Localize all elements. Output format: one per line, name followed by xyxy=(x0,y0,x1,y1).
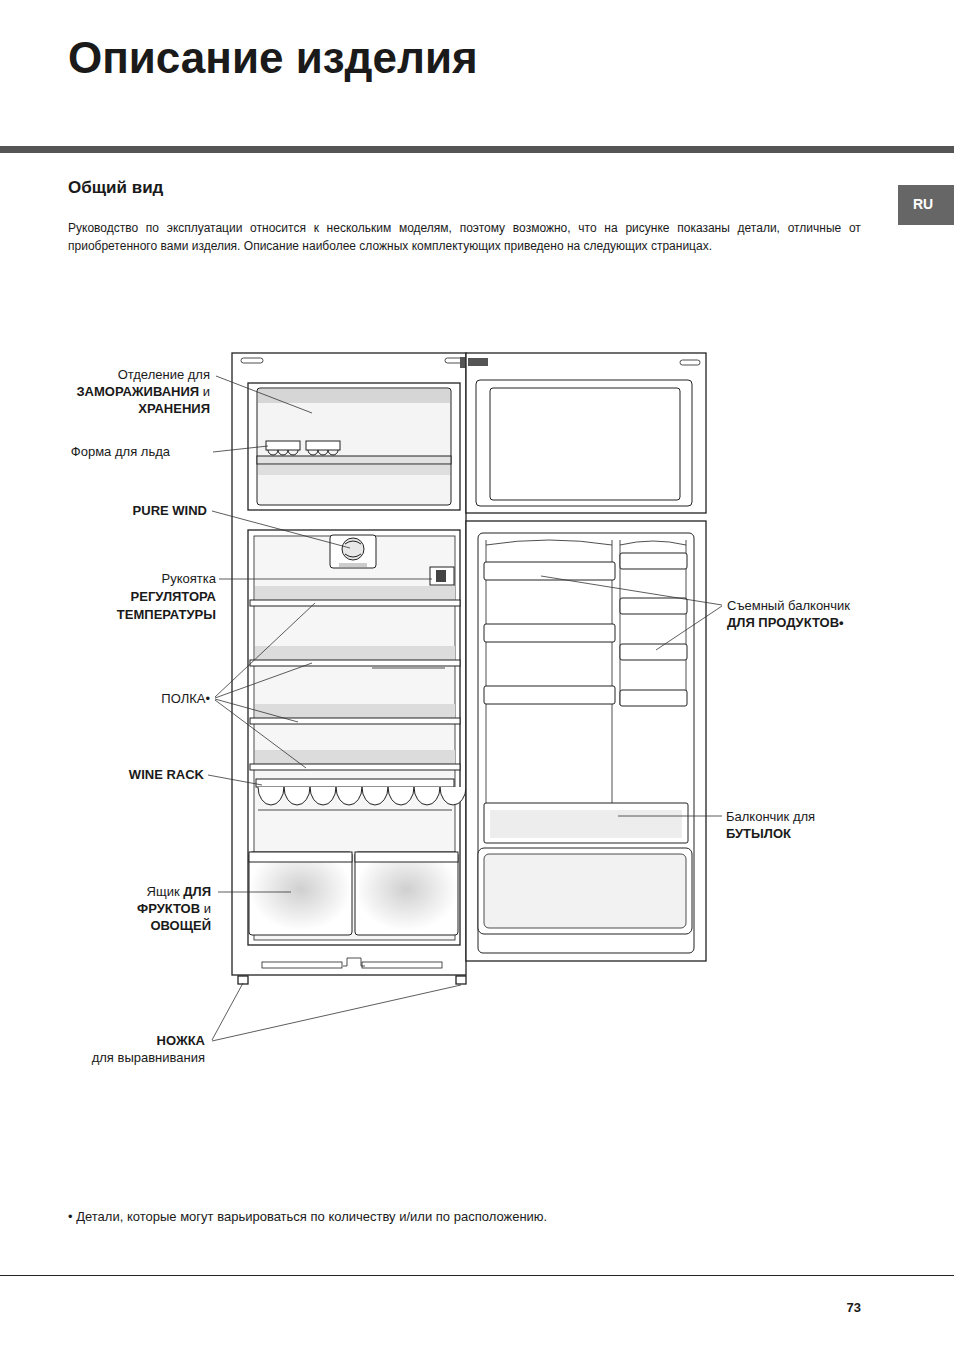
part-label: Отделение для ЗАМОРАЖИВАНИЯ и ХРАНЕНИЯ xyxy=(76,366,210,417)
fridge-compartment xyxy=(248,530,460,945)
part-label: ПОЛКА• xyxy=(161,690,210,707)
part-label: НОЖКА для выравнивания xyxy=(92,1032,205,1066)
page-number: 73 xyxy=(847,1299,861,1316)
fridge-door xyxy=(466,521,706,961)
section-heading: Общий вид xyxy=(68,179,163,196)
vent-grille xyxy=(262,958,442,968)
language-tab-text: RU xyxy=(895,196,951,213)
part-label: Балкончик для БУТЫЛОК xyxy=(726,808,815,842)
ice-tray xyxy=(266,441,340,455)
intro-text: Руководство по эксплуатации относится к … xyxy=(68,220,861,255)
shelf xyxy=(250,586,460,770)
door-balcony xyxy=(484,553,687,706)
part-label: WINE RACK xyxy=(129,766,204,783)
leader-lines xyxy=(208,376,722,1041)
part-label: Форма для льда xyxy=(71,443,170,460)
page-title: Описание изделия xyxy=(68,32,478,84)
freezer-door xyxy=(466,353,706,513)
part-label: PURE WIND xyxy=(133,502,207,519)
freezer-compartment xyxy=(248,383,460,510)
part-label: Рукоятка РЕГУЛЯТОРА ТЕМПЕРАТУРЫ xyxy=(117,570,216,624)
leveling-foot xyxy=(456,976,466,984)
crisper-drawer xyxy=(249,852,458,935)
thermostat-knob xyxy=(430,567,454,585)
footer-rule xyxy=(0,1275,954,1276)
part-label: Ящик ДЛЯ ФРУКТОВ и ОВОЩЕЙ xyxy=(137,883,211,934)
wine-rack xyxy=(256,779,466,810)
part-label: Съемный балкончик ДЛЯ ПРОДУКТОВ• xyxy=(727,597,850,631)
language-tab xyxy=(898,185,954,225)
leveling-foot xyxy=(238,976,248,984)
footnote: • Детали, которые могут варьироваться по… xyxy=(68,1208,547,1225)
header-bar xyxy=(0,146,954,153)
fan-unit xyxy=(330,535,376,568)
bottle-balcony xyxy=(484,803,688,843)
